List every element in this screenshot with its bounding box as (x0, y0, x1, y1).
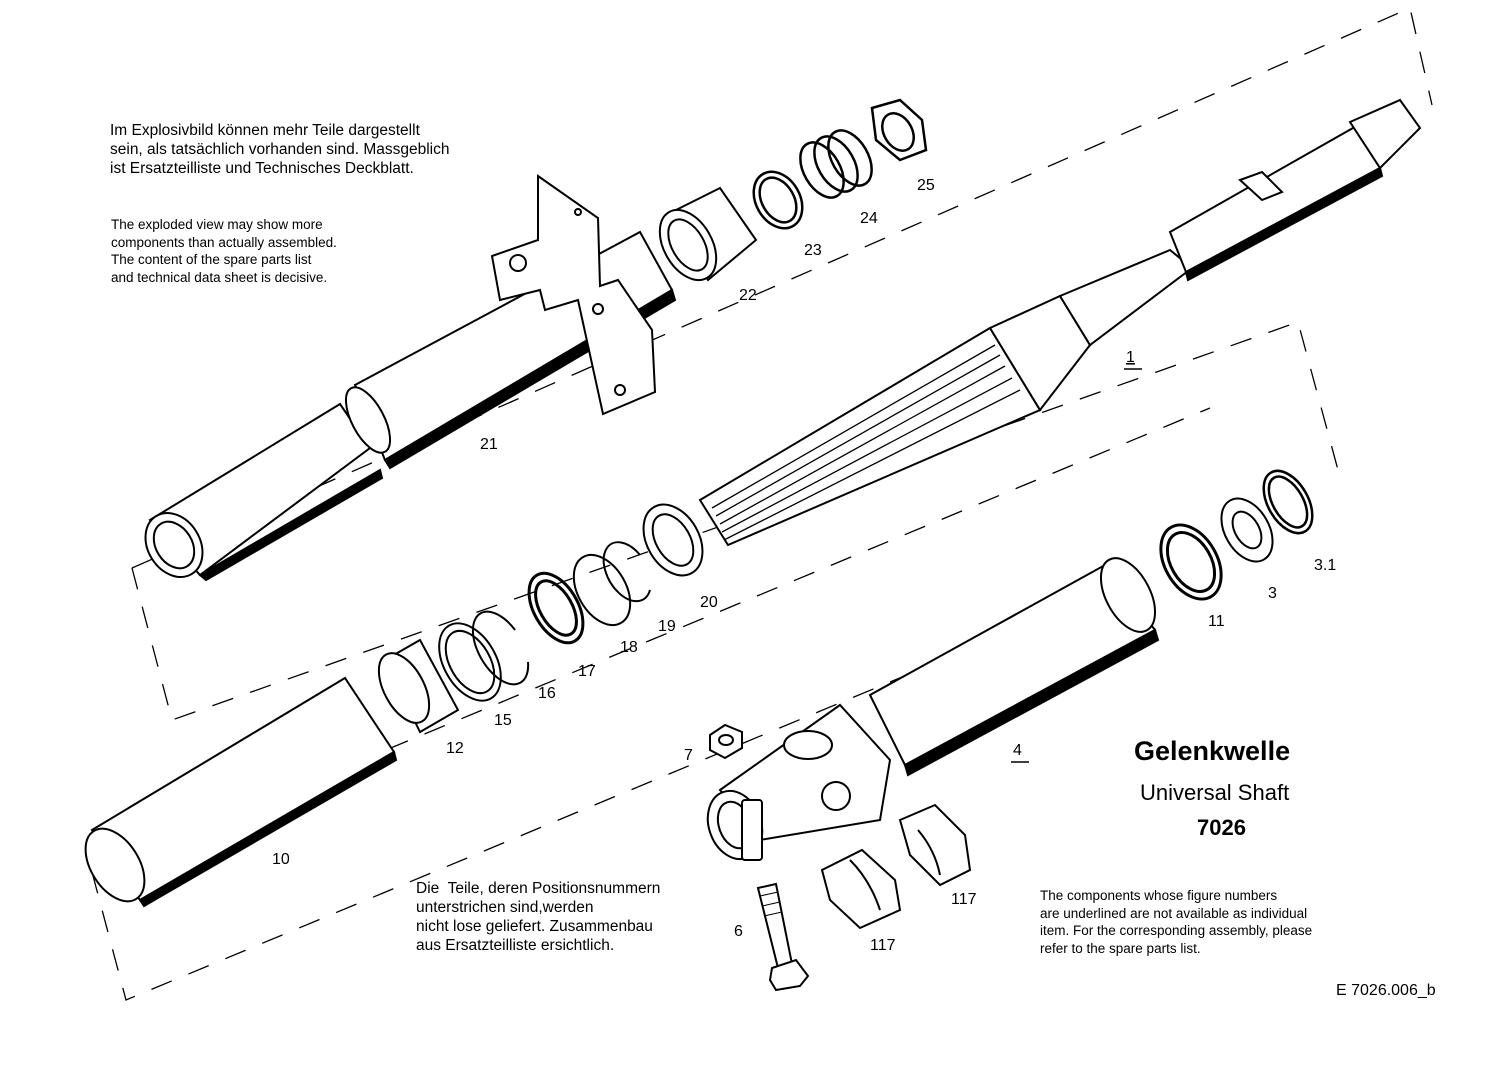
circlip-part-16 (471, 610, 530, 686)
nut-part-7 (709, 723, 743, 760)
part-label-15: 15 (494, 712, 512, 729)
part-label-21: 21 (480, 436, 498, 453)
nut-part-25 (870, 98, 928, 162)
spring-part-24 (799, 129, 873, 199)
part-label-25: 25 (917, 177, 935, 194)
ring-part-18 (572, 553, 632, 627)
circlip-part-19 (602, 541, 651, 603)
part-label-6: 6 (734, 923, 743, 940)
bolt-part-6 (756, 882, 810, 992)
bushing-part-22 (658, 186, 758, 282)
part-label-117-upper: 117 (951, 891, 977, 908)
part-label-22: 22 (739, 287, 757, 304)
ring-part-17 (527, 571, 585, 645)
part-label-10: 10 (272, 851, 290, 868)
bearing-part-3 (1220, 497, 1274, 563)
note-underlined-parts-german: Die Teile, deren Positionsnummern unters… (416, 880, 661, 954)
part-label-23: 23 (804, 242, 822, 259)
part-label-18: 18 (620, 639, 638, 656)
lower-tube-part-10 (84, 676, 398, 908)
title-german: Gelenkwelle (1134, 736, 1291, 766)
washer-part-15 (438, 622, 502, 702)
part-label-3: 3 (1268, 585, 1277, 602)
part-label-11: 11 (1208, 613, 1225, 630)
ring-part-23 (752, 170, 804, 230)
ring-part-3-1 (1262, 469, 1314, 535)
title-number: 7026 (1197, 815, 1246, 840)
bushing-part-12 (377, 638, 460, 734)
part-label-3-1: 3.1 (1314, 557, 1336, 574)
part-label-20: 20 (700, 594, 718, 611)
clamp-part-117 (820, 803, 972, 930)
part-label-16: 16 (538, 685, 556, 702)
part-label-12: 12 (446, 740, 464, 757)
note-exploded-view-english: The exploded view may show more componen… (111, 217, 337, 285)
main-shaft-part-1 (698, 98, 1422, 547)
part-label-4: 4 (1013, 742, 1022, 759)
part-label-117-lower: 117 (870, 937, 896, 954)
outer-tube-part-21 (144, 174, 677, 582)
part-label-24: 24 (860, 210, 878, 227)
note-underlined-parts-english: The components whose figure numbers are … (1040, 888, 1313, 956)
universal-joint-part-4 (706, 557, 1160, 861)
part-label-1: 1 (1126, 349, 1135, 366)
note-exploded-view-german: Im Explosivbild können mehr Teile darges… (110, 122, 450, 177)
part-label-17: 17 (578, 663, 596, 680)
drawing-number: E 7026.006_b (1336, 982, 1436, 999)
part-label-19: 19 (658, 618, 676, 635)
part-number-labels: 1 3 3.1 4 6 7 10 11 12 15 16 17 18 19 20… (272, 177, 1336, 954)
ring-part-11 (1159, 523, 1223, 601)
part-label-7: 7 (684, 747, 693, 764)
bearing-part-20 (642, 503, 704, 577)
title-english: Universal Shaft (1140, 780, 1290, 805)
